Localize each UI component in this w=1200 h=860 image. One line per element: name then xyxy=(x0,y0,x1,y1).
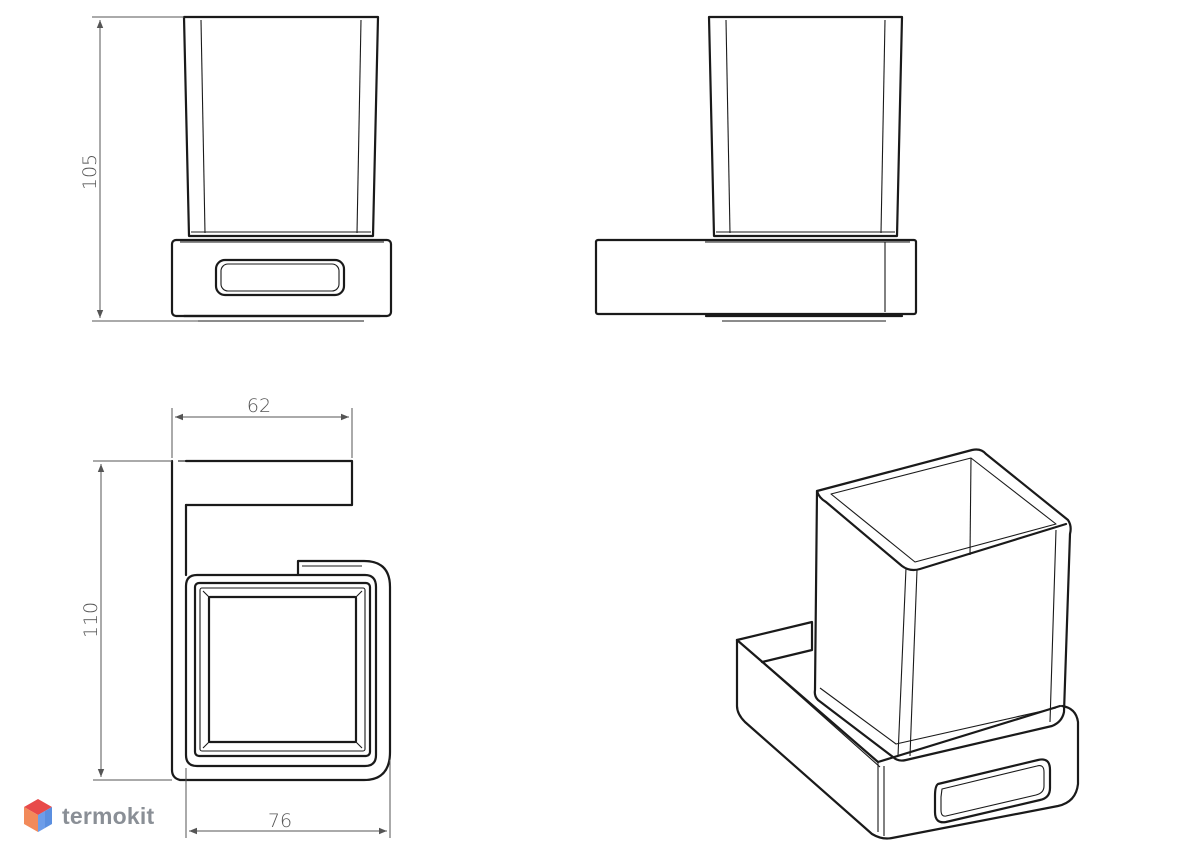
side-view xyxy=(594,15,918,322)
logo-text: termokit xyxy=(62,802,155,829)
isometric-view xyxy=(735,448,1080,840)
front-view: 105 xyxy=(79,15,393,322)
dimension-label-110: 110 xyxy=(80,602,102,638)
cube-logo-icon xyxy=(24,799,52,832)
dimension-label-62: 62 xyxy=(247,395,271,417)
termokit-logo: termokit xyxy=(22,796,154,836)
top-view: 62 110 76 xyxy=(80,395,392,838)
dimension-label-105: 105 xyxy=(79,154,101,190)
dimension-label-76: 76 xyxy=(268,810,292,832)
